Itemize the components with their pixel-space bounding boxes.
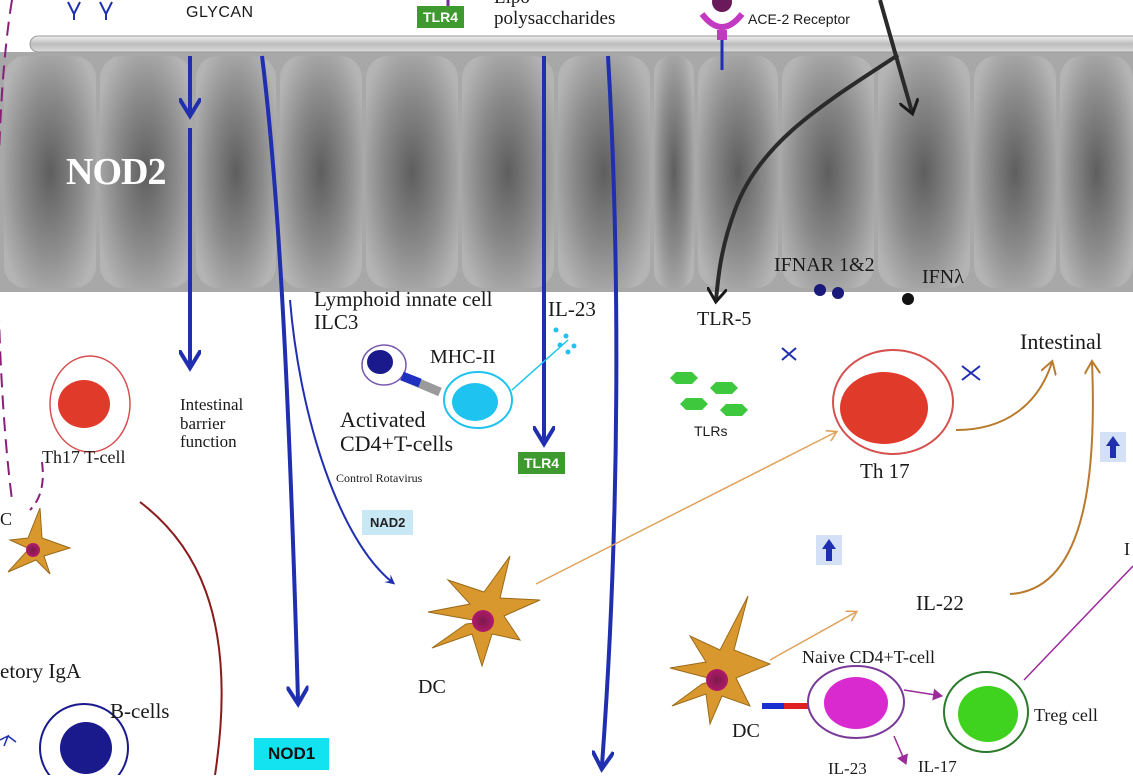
epithelial-cell: [4, 56, 96, 288]
bcells-label: B-cells: [110, 699, 170, 723]
ilc3-cell: [361, 344, 407, 386]
il22-label: IL-22: [916, 591, 964, 615]
lps-arrow: [602, 55, 619, 765]
epithelial-cell: [558, 56, 650, 288]
treg-label: Treg cell: [1034, 705, 1098, 725]
block-x-icon: [781, 347, 797, 361]
epithelial-layer: [0, 35, 1133, 292]
il23-link: [511, 339, 569, 391]
iga-curve: [139, 501, 223, 775]
apical-membrane: [29, 35, 1133, 53]
mhc2-bridge-blue: [400, 371, 422, 388]
dc-th17-arrow: [535, 432, 836, 585]
nod1-tag: NOD1: [254, 738, 330, 770]
ifn-lambda-dot: [902, 293, 914, 305]
left-boundary-line-lower: [29, 461, 44, 511]
mhc2-label: MHC-II: [430, 346, 496, 368]
rotavirus-entry-arrow: [878, 0, 912, 112]
tlr4-top-tag: TLR4: [417, 6, 464, 28]
tlr5-label: TLR-5: [697, 308, 752, 330]
tlrs-label: TLRs: [694, 423, 728, 439]
block-x-icon: [961, 365, 981, 381]
control-rotavirus-label: Control Rotavirus: [336, 471, 423, 485]
ilc3-label: Lymphoid innate cell ILC3: [314, 287, 493, 335]
epithelial-cell: [100, 56, 192, 288]
dc-right-cell: [669, 595, 772, 726]
il22-intestinal-arrow: [1009, 362, 1093, 595]
antibody-icon: [0, 734, 17, 747]
epithelial-cell: [196, 56, 276, 288]
il23-bottom-label: IL-23: [828, 759, 867, 778]
ifnar-dot: [814, 284, 826, 296]
nod2-label: NOD2: [66, 151, 166, 193]
treg-out-line: [1023, 565, 1133, 681]
dc-mid-label: DC: [418, 676, 446, 698]
ifn-lambda-label: IFNλ: [922, 266, 964, 288]
th17-left-cell: [49, 355, 131, 453]
increase-up-icon: [816, 535, 842, 565]
nad2-to-dc-arrow: [289, 299, 396, 585]
epithelial-cell: [654, 56, 694, 288]
naive-il17-arrow: [893, 735, 908, 765]
barrier-label: Intestinal barrier function: [180, 395, 244, 452]
left-boundary-line: [0, 0, 13, 501]
activated-cd4-label: Activated CD4+T-cells: [340, 407, 454, 457]
th17-left-label: Th17 T-cell: [42, 447, 126, 467]
naive-cd4-cell: [807, 665, 905, 739]
lipopolysaccharides-label: Lipo polysaccharides: [494, 0, 616, 29]
dc-left-cell: [7, 507, 72, 575]
nad2-tag: NAD2: [362, 510, 414, 535]
b-cell: [39, 703, 129, 775]
edge-fragment-label: I: [1124, 539, 1130, 559]
treg-cell: [943, 671, 1029, 753]
dc-left-fragment-label: C: [0, 509, 13, 529]
epithelial-cell: [280, 56, 362, 288]
th17-right-cell: [832, 349, 954, 455]
dc-il22-arrow: [769, 612, 856, 661]
dc-mid-cell: [427, 555, 541, 668]
naive-treg-arrow: [903, 688, 943, 701]
secretory-iga-label: etory IgA: [0, 659, 82, 683]
il23-top-label: IL-23: [548, 297, 596, 321]
epithelial-cell: [462, 56, 554, 288]
ifnar-dot: [832, 287, 844, 299]
epithelial-cell: [698, 56, 778, 288]
peptidoglycan-icon: [67, 1, 113, 20]
th17-right-label: Th 17: [860, 459, 910, 483]
epithelial-cell: [1060, 56, 1133, 288]
activated-cd4-cell: [443, 371, 513, 429]
dc-right-label: DC: [732, 720, 760, 742]
peptidoglycan-label: PEPTIDO GLYCAN: [186, 0, 259, 21]
block-marks: [781, 347, 981, 381]
epithelial-cell: [878, 56, 970, 288]
tlr4-mid-tag: TLR4: [518, 452, 565, 474]
epithelial-cell: [366, 56, 458, 288]
tlr5-arrow: [716, 53, 900, 300]
ace2-label: ACE-2 Receptor: [748, 11, 850, 27]
nod1-arrow: [260, 55, 298, 700]
naive-cd4-label: Naive CD4+T-cell: [802, 647, 935, 667]
intestinal-label: Intestinal: [1020, 329, 1102, 354]
il23-particles: [553, 327, 577, 355]
epithelial-cell: [974, 56, 1056, 288]
il17-label: IL-17: [918, 757, 957, 776]
th17-intestinal-arrow: [955, 362, 1052, 431]
ifnar-label: IFNAR 1&2: [774, 254, 875, 276]
tlrs-hexagons: [670, 372, 748, 416]
ace2-receptor-icon: [699, 0, 745, 70]
increase-up-icon: [1100, 432, 1126, 462]
epithelial-cell: [782, 56, 874, 288]
